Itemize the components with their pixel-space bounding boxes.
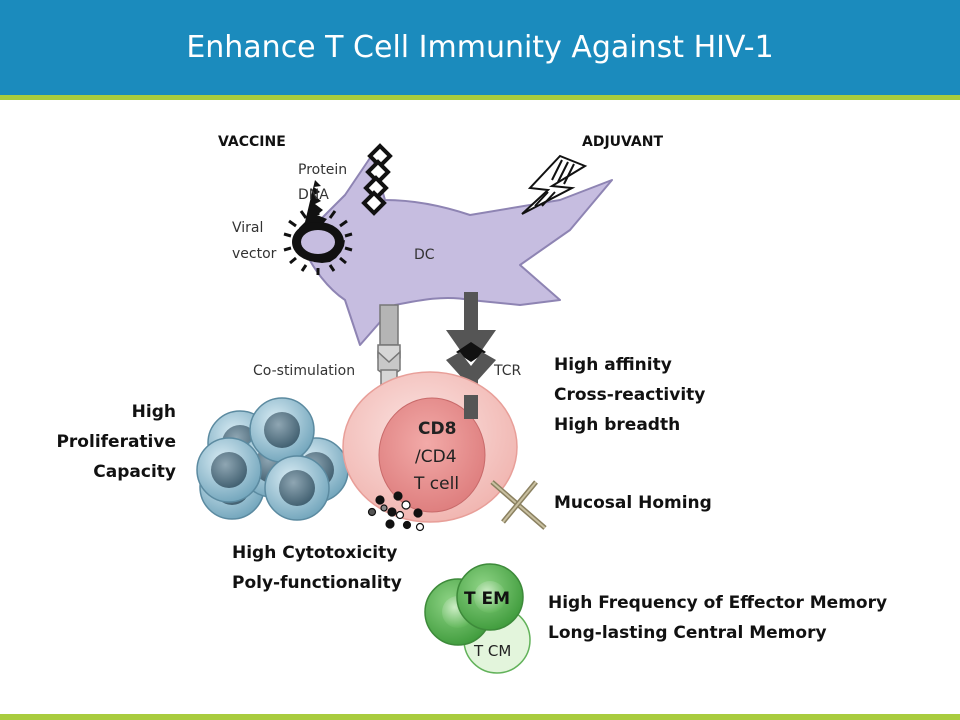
footer-stripe xyxy=(0,714,960,720)
header-bar xyxy=(0,0,960,95)
protein-label: Protein xyxy=(298,162,348,178)
adjuvant-label: ADJUVANT xyxy=(582,134,664,150)
mucosal-homing-text: Mucosal Homing xyxy=(554,493,712,513)
cd8-label: CD8 xyxy=(418,419,457,439)
costimulation-label: Co-stimulation xyxy=(253,363,356,379)
prolif-cell xyxy=(196,437,262,503)
header-stripe xyxy=(0,95,960,100)
vector-label: vector xyxy=(232,246,277,262)
dna-label: DNA xyxy=(298,187,329,203)
adjuvant-lightning-icon xyxy=(521,154,588,215)
protein-dna-diamonds xyxy=(361,143,393,216)
viral-label: Viral xyxy=(232,220,264,236)
tcr-label: TCR xyxy=(494,363,522,379)
tcm-label: T CM xyxy=(474,642,512,660)
tem-label: T EM xyxy=(464,589,511,609)
proliferative-cell-cluster xyxy=(196,397,349,521)
prolif-line-3: Capacity xyxy=(93,462,176,482)
page-title: Enhance T Cell Immunity Against HIV-1 xyxy=(186,30,774,65)
tcr-stem xyxy=(464,395,478,419)
vaccine-label: VACCINE xyxy=(218,134,286,150)
prolif-line-1: High xyxy=(131,402,176,422)
memory-text: High Frequency of Effector Memory Long-l… xyxy=(548,588,887,648)
cytotoxicity-text: High Cytotoxicity Poly-functionality xyxy=(232,538,402,598)
affinity-line-1: High affinity xyxy=(554,355,672,375)
cyto-line-1: High Cytotoxicity xyxy=(232,543,398,563)
affinity-line-2: Cross-reactivity xyxy=(554,385,706,405)
affinity-text: High affinity Cross-reactivity High brea… xyxy=(554,350,705,440)
mucosal-homing-receptor xyxy=(490,480,547,530)
prolif-cell xyxy=(264,455,330,521)
proliferative-capacity-text: High Proliferative Capacity xyxy=(40,397,176,487)
cd4-label: /CD4 xyxy=(415,447,457,467)
memory-line-2: Long-lasting Central Memory xyxy=(548,623,827,643)
memory-cells xyxy=(424,563,531,674)
tcell-label: T cell xyxy=(414,474,460,494)
viral-vector-icon xyxy=(283,180,353,275)
memory-line-1: High Frequency of Effector Memory xyxy=(548,593,888,613)
cyto-line-2: Poly-functionality xyxy=(232,573,402,593)
affinity-line-3: High breadth xyxy=(554,415,681,435)
prolif-cell xyxy=(249,397,315,463)
cytotoxic-granules xyxy=(367,491,425,532)
dc-label: DC xyxy=(414,247,435,263)
prolif-line-2: Proliferative xyxy=(56,432,176,452)
